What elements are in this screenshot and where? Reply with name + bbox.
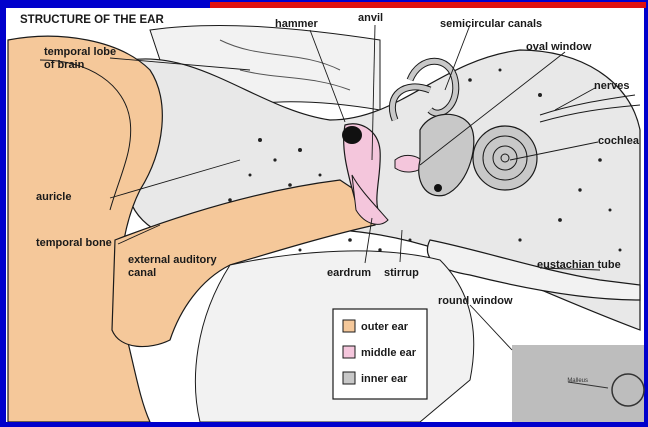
legend-swatch xyxy=(343,320,355,332)
label-stirrup: stirrup xyxy=(384,267,419,279)
label-temporal-lobe-line2: of brain xyxy=(44,59,85,71)
label-oval-window: oval window xyxy=(526,41,592,53)
diagram-title: STRUCTURE OF THE EAR xyxy=(20,14,164,26)
label-external-canal-line2: canal xyxy=(128,267,156,279)
label-nerves: nerves xyxy=(594,80,629,92)
label-temporal-bone: temporal bone xyxy=(36,237,112,249)
label-external-canal-line1: external auditory xyxy=(128,254,218,266)
legend-label: outer ear xyxy=(361,321,409,333)
legend-swatch xyxy=(343,346,355,358)
red-top-stripe xyxy=(210,2,646,8)
label-eardrum: eardrum xyxy=(327,267,371,279)
label-round-window: round window xyxy=(438,295,513,307)
legend-label: inner ear xyxy=(361,373,408,385)
label-hammer: hammer xyxy=(275,18,319,30)
inset-label: Malleus xyxy=(567,378,588,384)
label-anvil: anvil xyxy=(358,12,383,24)
label-semicircular-canals: semicircular canals xyxy=(440,18,542,30)
legend-label: middle ear xyxy=(361,347,417,359)
legend-swatch xyxy=(343,372,355,384)
label-cochlea: cochlea xyxy=(598,135,640,147)
label-temporal-lobe-line1: temporal lobe xyxy=(44,46,116,58)
label-eustachian-tube: eustachian tube xyxy=(537,259,621,271)
legend: outer ear middle ear inner ear xyxy=(333,309,427,399)
label-auricle: auricle xyxy=(36,191,71,203)
